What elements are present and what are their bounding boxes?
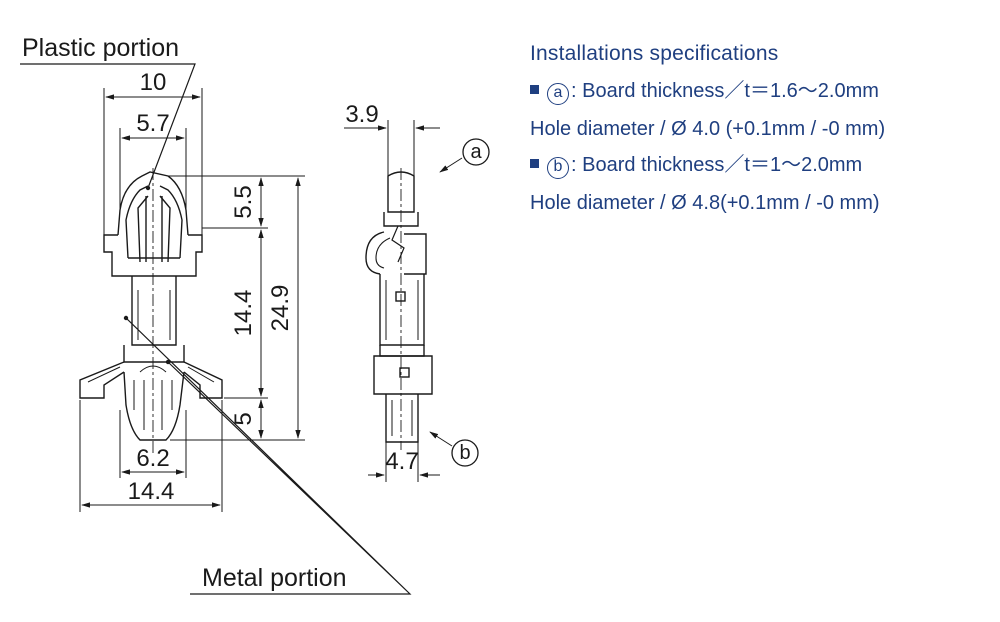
- front-view-dimension-lines: [79, 88, 305, 512]
- metal-portion-label: Metal portion: [202, 564, 347, 592]
- dim-5.5: 5.5: [230, 185, 257, 218]
- side-body: [373, 355, 433, 395]
- square-bullet-icon: [530, 159, 539, 168]
- metal-tip: [123, 371, 185, 441]
- side-clip: [365, 231, 385, 275]
- spec-b-hole-diameter: Hole diameter / Ø 4.8(+0.1mm / -0 mm): [530, 192, 880, 214]
- dim-5.7: 5.7: [136, 110, 169, 137]
- circled-b-icon: b: [547, 157, 569, 179]
- side-view-dimension-lines: [344, 120, 463, 482]
- marker-a-label: a: [470, 141, 482, 163]
- dim-5: 5: [230, 412, 257, 425]
- specs-title: Installations specifications: [530, 42, 779, 65]
- spec-b-board-thickness: : Board thickness／t＝1〜2.0mm: [571, 154, 863, 176]
- plastic-portion-label: Plastic portion: [22, 34, 179, 62]
- marker-b-leader: [429, 431, 453, 447]
- shaft-outline: [131, 276, 177, 346]
- dim-14.4-horizontal: 14.4: [128, 478, 175, 505]
- marker-a: a: [462, 138, 490, 166]
- spec-a-line1: a: Board thickness／t＝1.6〜2.0mm: [530, 79, 990, 105]
- dim-24.9: 24.9: [267, 285, 294, 332]
- callout-leaders: [20, 63, 412, 595]
- dim-14.4-vertical: 14.4: [230, 290, 257, 337]
- spec-b-line1: b: Board thickness／t＝1〜2.0mm: [530, 153, 990, 179]
- spec-a-board-thickness: : Board thickness／t＝1.6〜2.0mm: [571, 80, 879, 102]
- metal-wings: [79, 361, 223, 399]
- front-view: [79, 171, 223, 441]
- spec-a-hole-diameter: Hole diameter / Ø 4.0 (+0.1mm / -0 mm): [530, 118, 886, 140]
- installation-specs: Installations specifications a: Board th…: [530, 42, 990, 227]
- side-view: [365, 171, 433, 443]
- square-bullet-icon: [530, 85, 539, 94]
- dim-4.7: 4.7: [385, 448, 418, 475]
- marker-b: b: [451, 439, 479, 467]
- metal-leader: [125, 317, 412, 595]
- marker-a-leader: [439, 157, 463, 173]
- dim-6.2: 6.2: [136, 445, 169, 472]
- dim-10: 10: [140, 69, 167, 96]
- dim-3.9: 3.9: [345, 101, 378, 128]
- side-top-pin: [387, 171, 415, 213]
- circled-a-icon: a: [547, 83, 569, 105]
- plastic-head-outline: [117, 171, 189, 236]
- plastic-leader: [20, 63, 196, 189]
- marker-b-label: b: [459, 442, 470, 464]
